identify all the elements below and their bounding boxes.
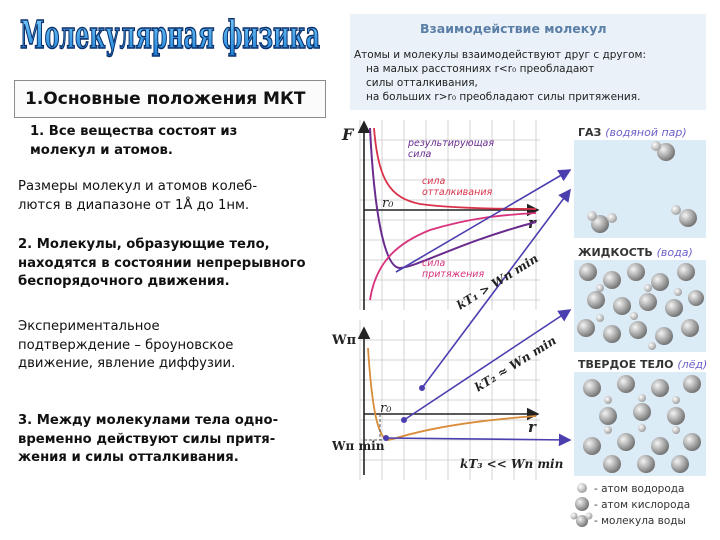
statement-size: Размеры молекул и атомов колеб- лются в … (18, 179, 258, 213)
page-title-text: Молекулярная физика (20, 12, 320, 57)
energy-x-label: r (528, 418, 537, 436)
relation-1: kT₁ > Wп min (454, 251, 541, 312)
energy-y-label: Wп (331, 333, 357, 348)
energy-wmin-label: Wп min (331, 439, 385, 453)
intro-line-4: на больших r>r₀ преобладают силы притяже… (366, 91, 640, 103)
legend-molecule: - молекула воды (594, 515, 686, 527)
attraction-curve (369, 212, 537, 301)
liquid-molecules (577, 263, 704, 350)
statement-3: 3. Между молекулами тела одно- временно … (18, 413, 279, 465)
intro-line-3: силы отталкивания, (366, 77, 478, 89)
arrow-to-liquid (403, 309, 572, 421)
force-y-label: F (341, 125, 355, 144)
legend-hydrogen: - атом водорода (594, 483, 684, 495)
legend-hydrogen-icon (577, 483, 587, 493)
relation-2: kT₂ ≈ Wп min (472, 333, 559, 394)
solid-molecules (583, 375, 701, 473)
interaction-diagram: Взаимодействие молекул Атомы и молекулы … (331, 14, 707, 527)
arrow-from-force (395, 169, 572, 273)
force-r0-label: r₀ (382, 196, 394, 211)
statement-1: 1. Все вещества состоят из молекул и ато… (30, 124, 238, 158)
state-liquid-name: ЖИДКОСТЬ (вода) (578, 246, 693, 259)
resultant-curve (369, 127, 537, 270)
state-solid-name: ТВЕРДОЕ ТЕЛО (лёд) (578, 358, 707, 371)
statement-evidence: Экспериментальное подтверждение – броуно… (18, 319, 236, 371)
diagram-header-bg (350, 14, 706, 110)
repulsion-curve (373, 127, 537, 210)
section-heading: 1.Основные положения МКТ (14, 80, 326, 118)
energy-r0-label: r₀ (380, 401, 392, 416)
relation-3: kT₃ << Wп min (460, 457, 563, 471)
energy-graph-grid (359, 320, 540, 480)
statement-2: 2. Молекулы, образующие тело, находятся … (18, 237, 306, 289)
diagram-heading: Взаимодействие молекул (420, 21, 607, 36)
legend-oxygen: - атом кислорода (594, 499, 690, 511)
legend-molecule-icon (576, 515, 588, 527)
intro-line-2: на малых расстояниях r<r₀ преобладают (366, 63, 594, 75)
gas-molecules (587, 141, 697, 233)
legend-oxygen-icon (575, 497, 589, 511)
arrow-to-solid (385, 433, 572, 447)
arrow-to-gas (421, 188, 571, 389)
state-gas-name: ГАЗ (водяной пар) (578, 126, 687, 139)
intro-line-1: Атомы и молекулы взаимодействуют друг с … (354, 49, 646, 61)
page-title: Молекулярная физика (19, 11, 321, 58)
